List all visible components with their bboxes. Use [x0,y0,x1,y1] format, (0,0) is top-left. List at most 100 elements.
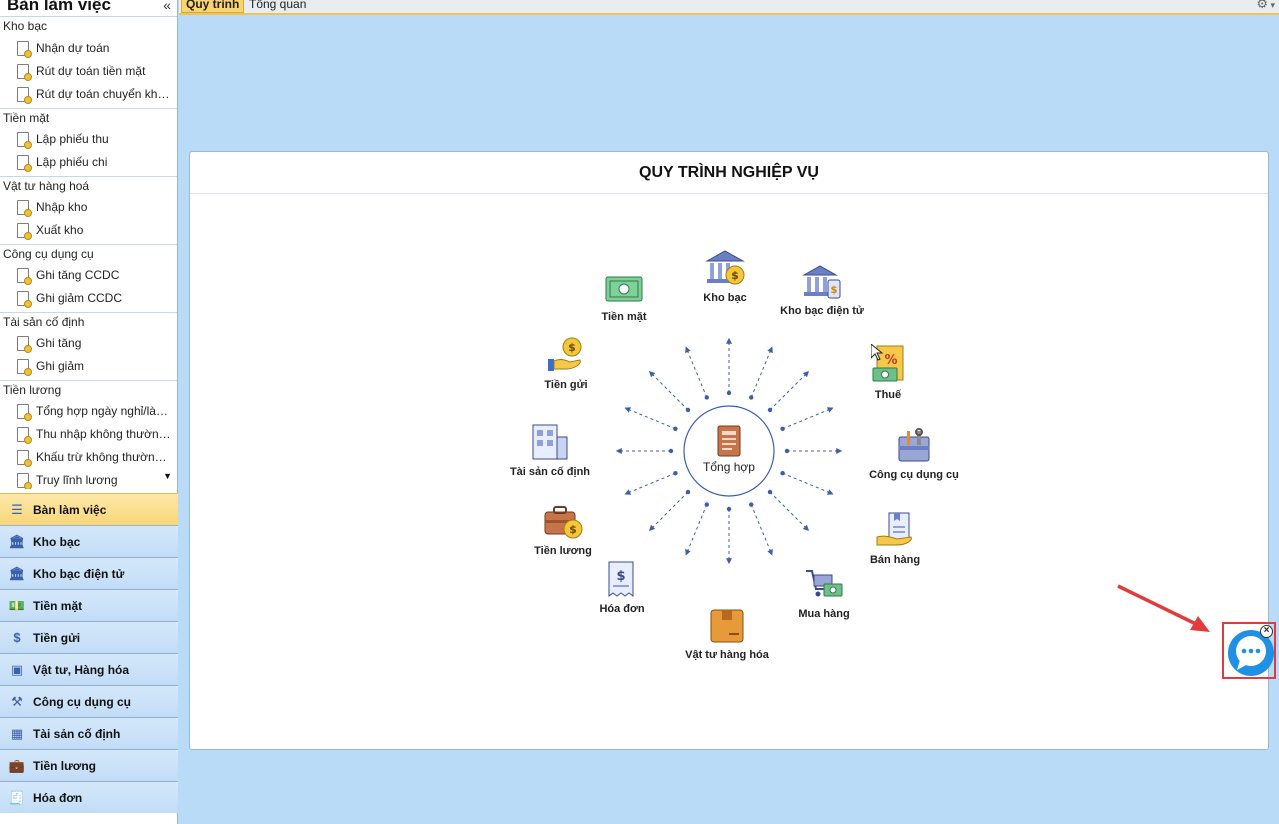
nav-item-label: Tiền lương [33,758,96,773]
tree-item[interactable]: Rút dự toán tiền mặt [0,62,177,85]
tree-group-label[interactable]: Vật tư hàng hoá [0,176,177,198]
tree-item[interactable]: Lập phiếu chi [0,153,177,176]
tree-item[interactable]: Ghi tăng [0,334,177,357]
tree-item[interactable]: Xuất kho [0,221,177,244]
tree-item-label: Truy lĩnh lương [36,473,118,487]
tree-item-label: Lập phiếu thu [36,132,109,146]
document-icon [17,132,32,149]
close-icon[interactable]: × [1260,625,1273,638]
tree-item-label: Khấu trừ không thường xu... [36,450,177,464]
chat-widget-highlight: × [1222,622,1276,679]
salary-icon: $ [544,506,583,539]
tools-icon: ⚒ [11,693,23,709]
nav-item-label: Tài sản cố định [33,726,121,741]
node-tien-mat[interactable]: Tiền mặt [596,274,652,323]
tree-item[interactable]: Ghi giảm CCDC [0,289,177,312]
flow-arrow [685,346,708,398]
tree-item[interactable]: Khấu trừ không thường xu... [0,448,177,471]
nav-item-label: Vật tư, Hàng hóa [33,662,130,677]
tree-item-label: Ghi tăng [36,336,82,350]
arrow-origin-dot [748,395,754,400]
nav-item[interactable]: 💵Tiền mặt [0,589,178,621]
node-cong-cu-dung-cu[interactable]: Công cụ dụng cụ [866,428,962,481]
tree-item[interactable]: Nhận dự toán [0,39,177,62]
tree-item[interactable]: Ghi tăng CCDC [0,266,177,289]
splitter-grip[interactable]: '''''''''''''''' [76,489,101,495]
document-icon [17,268,32,285]
fixed-asset-icon: ▦ [10,725,24,741]
nav-item[interactable]: 🏛Kho bạc [0,525,178,557]
tree-group-label[interactable]: Tiền mặt [0,108,177,130]
tree-group-label[interactable]: Tiền lương [0,380,177,402]
tree-item[interactable]: Truy lĩnh lương [0,471,177,489]
node-tien-luong[interactable]: $ Tiền lương [530,502,596,557]
nav-item[interactable]: 💼Tiền lương [0,749,178,781]
nav-item-label: Kho bạc điện tử [33,566,125,581]
gear-icon[interactable]: ⚙ [1256,0,1275,12]
tree-item-label: Ghi tăng CCDC [36,268,120,282]
arrow-origin-dot [767,407,773,413]
nav-item[interactable]: 🧾Hóa đơn [0,781,178,813]
tab-quy-trinh[interactable]: Quy trình [181,0,245,13]
tree-group-label[interactable]: Công cụ dụng cụ [0,244,177,266]
toolbox-icon [898,428,930,462]
arrow-origin-dot [780,470,785,476]
node-label: Kho bạc điện tử [780,305,864,317]
tree-item[interactable]: Lập phiếu thu [0,130,177,153]
node-kho-bac-dien-tu[interactable]: $ Kho bạc điện tử [778,264,866,317]
flow-arrow [624,407,676,430]
node-vat-tu-hang-hoa[interactable]: Vật tư hàng hóa [679,608,775,661]
nav-item[interactable]: $Tiền gửi [0,621,178,653]
arrow-origin-dot [767,489,773,495]
tree-item[interactable]: Nhập kho [0,198,177,221]
shopping-cart-icon [806,570,843,597]
arrow-origin-dot [704,395,710,400]
node-label: Tiền lương [534,545,592,557]
flow-arrow [782,407,834,430]
node-mua-hang[interactable]: Mua hàng [796,567,852,620]
nav-item-label: Tiền mặt [33,598,83,613]
tree-item[interactable]: Tổng hợp ngày nghỉ/làm t... [0,402,177,425]
arrow-origin-dot [685,489,691,495]
e-bank-icon: 🏛 [8,565,26,581]
node-hoa-don[interactable]: $ Hóa đơn [594,560,650,615]
tab-tong-quan[interactable]: Tổng quan [249,0,307,11]
node-tai-san-co-dinh[interactable]: Tài sản cố định [508,423,592,478]
tab-strip: Quy trình Tổng quan ⚙ [179,0,1279,15]
nav-item[interactable]: ☰Bàn làm việc [0,493,178,525]
chat-button[interactable] [1228,630,1274,676]
node-label: Thuế [874,389,902,401]
tree-group: Công cụ dụng cụ Ghi tăng CCDC Ghi giảm CCD… [0,244,177,312]
arrow-origin-dot [726,506,732,512]
nav-item[interactable]: 🏛 Kho bạc điện tử [0,557,178,589]
node-thue[interactable]: % Thuế [865,344,911,401]
workspace-icon: ☰ [11,501,23,517]
nav-item[interactable]: ⚒Công cụ dụng cụ [0,685,178,717]
double-chevron-left-icon[interactable]: « [163,0,171,13]
goods-icon: ▣ [10,661,24,677]
tree-item[interactable]: Ghi giảm [0,357,177,380]
node-ban-hang[interactable]: Bán hàng [867,511,923,566]
arrow-origin-dot [668,448,674,454]
node-tien-gui[interactable]: $ Tiền gửi [538,336,594,391]
node-kho-bac[interactable]: $ Kho bạc [694,249,756,304]
annotation-arrow [1117,584,1210,632]
node-tong-hop[interactable]: Tổng hợp [690,425,768,474]
document-icon [17,359,32,376]
nav-item[interactable]: ▣ Vật tư, Hàng hóa [0,653,178,685]
flow-arrow [648,370,689,411]
tree-group-label[interactable]: Kho bạc [3,19,48,33]
scroll-down-icon[interactable]: ▼ [163,471,172,481]
tree-group-label[interactable]: Tài sản cố định [0,312,177,334]
nav-item[interactable]: ▦ Tài sản cố định [0,717,178,749]
tree-item[interactable]: Rút dự toán chuyển khoản [0,85,177,108]
arrow-origin-dot [673,470,678,476]
document-icon [17,64,32,81]
tree-item[interactable]: Thu nhập không thường x... [0,425,177,448]
tree-item-label: Nhập kho [36,200,88,214]
document-icon [17,200,32,217]
ledger-icon [717,425,741,457]
document-icon [17,291,32,308]
